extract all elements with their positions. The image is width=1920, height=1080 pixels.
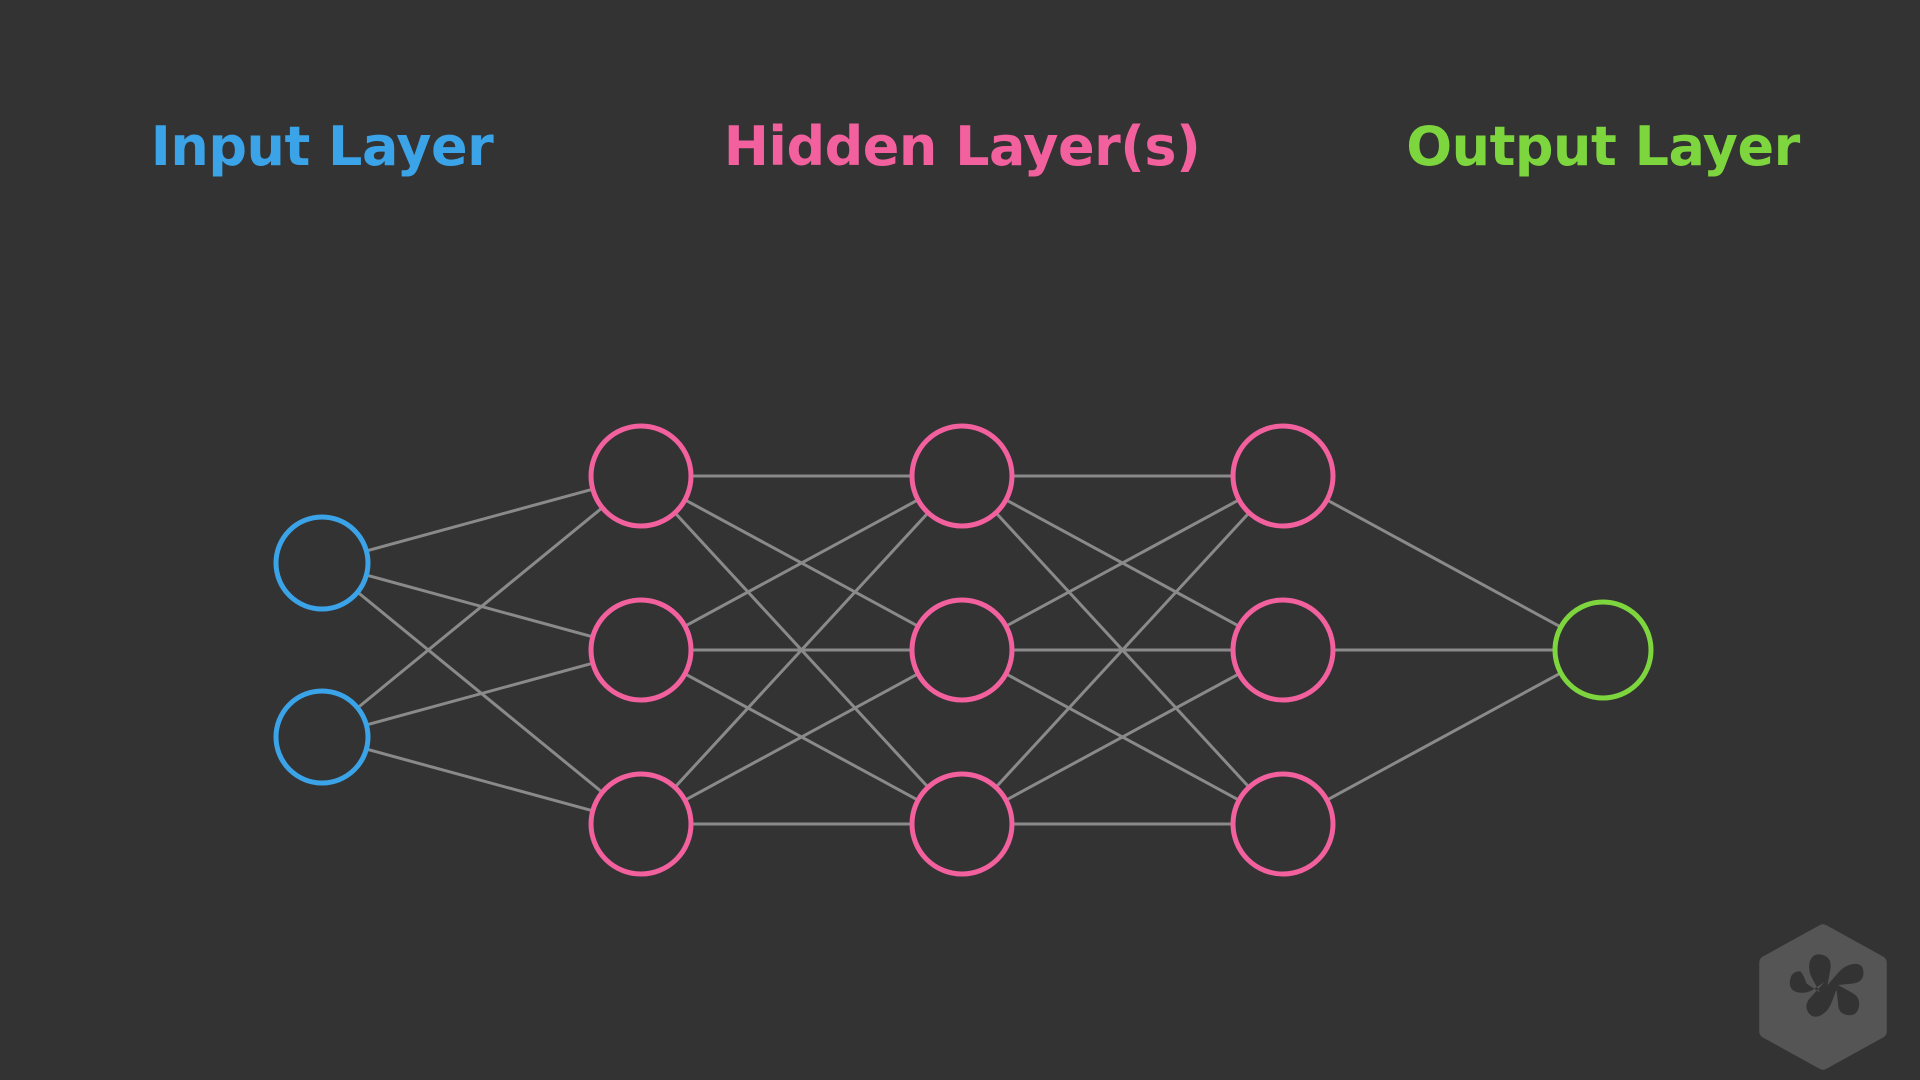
- hexagon-leaf-logo-icon: [1759, 924, 1887, 1070]
- neuron-node-hidden-layer-3-2[interactable]: [1230, 597, 1336, 703]
- hidden-layer-label: Hidden Layer(s): [723, 115, 1201, 178]
- connection-edges: [356, 474, 1563, 826]
- neuron-node-input-layer-1[interactable]: [273, 514, 371, 612]
- watermark-glyph: [1789, 954, 1864, 1017]
- connection-edge: [364, 573, 595, 639]
- input-layer-label: Input Layer: [150, 115, 494, 178]
- connection-edge: [364, 661, 595, 727]
- connection-edge: [1325, 498, 1563, 629]
- output-layer-label: Output Layer: [1406, 115, 1800, 178]
- neuron-node-hidden-layer-2-2[interactable]: [909, 597, 1015, 703]
- neuron-node-hidden-layer-1-1[interactable]: [588, 423, 694, 529]
- connection-edge: [1004, 672, 1241, 802]
- neuron-node-output-layer-1[interactable]: [1552, 599, 1654, 701]
- neuron-node-hidden-layer-2-1[interactable]: [909, 423, 1015, 529]
- connection-edge: [356, 506, 604, 710]
- connection-edge: [673, 511, 930, 789]
- connection-edge: [1004, 498, 1241, 628]
- connection-edge: [1325, 671, 1563, 802]
- neuron-node-hidden-layer-2-3[interactable]: [909, 771, 1015, 877]
- neuron-node-hidden-layer-3-1[interactable]: [1230, 423, 1336, 529]
- neuron-node-input-layer-2[interactable]: [273, 688, 371, 786]
- connection-edge: [994, 511, 1251, 789]
- connection-edge: [356, 590, 604, 794]
- neuron-node-hidden-layer-3-3[interactable]: [1230, 771, 1336, 877]
- connection-edge: [683, 672, 920, 802]
- neuron-node-hidden-layer-1-2[interactable]: [588, 597, 694, 703]
- connection-edge: [683, 498, 920, 628]
- connection-edge: [364, 747, 595, 813]
- neuron-node-hidden-layer-1-3[interactable]: [588, 771, 694, 877]
- neuron-nodes: [273, 423, 1654, 877]
- connection-edge: [364, 487, 595, 553]
